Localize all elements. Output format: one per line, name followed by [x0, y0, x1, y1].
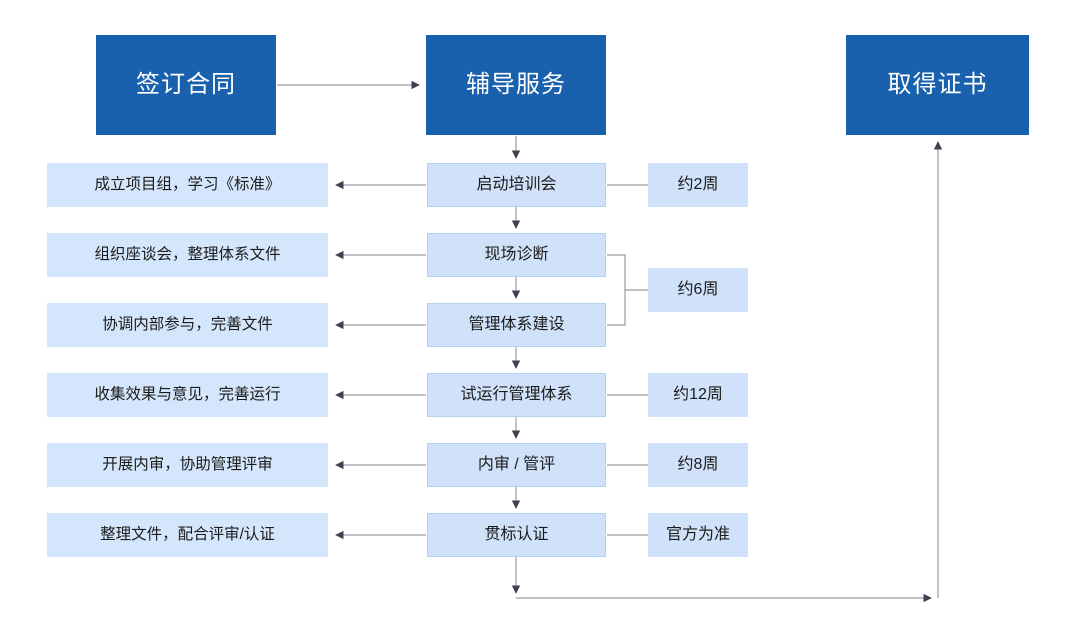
duration-box-row-6[interactable]: 官方为准: [648, 513, 748, 557]
task-label: 开展内审，协助管理评审: [102, 455, 273, 473]
task-label: 收集效果与意见，完善运行: [94, 385, 281, 403]
bracket-6-weeks: [607, 254, 626, 326]
phase-label: 取得证书: [887, 70, 988, 98]
phase-label: 辅导服务: [466, 70, 566, 98]
step-label: 贯标认证: [484, 526, 549, 544]
step-box-row-3[interactable]: 管理体系建设: [427, 303, 606, 347]
step-box-row-6[interactable]: 贯标认证: [427, 513, 606, 557]
step-label: 启动培训会: [476, 176, 557, 194]
task-box-row-6[interactable]: 整理文件，配合评审/认证: [47, 513, 328, 557]
duration-label: 约12周: [673, 386, 723, 404]
duration-box-row-1[interactable]: 约2周: [648, 163, 748, 207]
phase-box-sign-contract[interactable]: 签订合同: [96, 35, 276, 135]
step-label: 现场诊断: [484, 246, 549, 264]
task-box-row-4[interactable]: 收集效果与意见，完善运行: [47, 373, 328, 417]
phase-box-obtain-certificate[interactable]: 取得证书: [846, 35, 1029, 135]
task-label: 成立项目组，学习《标准》: [94, 175, 281, 193]
task-label: 组织座谈会，整理体系文件: [94, 245, 281, 263]
duration-label: 官方为准: [665, 526, 730, 544]
task-box-row-2[interactable]: 组织座谈会，整理体系文件: [47, 233, 328, 277]
task-label: 协调内部参与，完善文件: [102, 315, 273, 333]
duration-label: 约6周: [677, 281, 719, 299]
step-box-row-4[interactable]: 试运行管理体系: [427, 373, 606, 417]
duration-label: 约8周: [677, 456, 719, 474]
step-box-row-1[interactable]: 启动培训会: [427, 163, 606, 207]
phase-box-coaching-service[interactable]: 辅导服务: [426, 35, 606, 135]
step-label: 内审 / 管评: [477, 456, 556, 474]
duration-box-span-6-weeks[interactable]: 约6周: [648, 268, 748, 312]
task-box-row-1[interactable]: 成立项目组，学习《标准》: [47, 163, 328, 207]
phase-label: 签订合同: [136, 70, 236, 98]
duration-box-row-5[interactable]: 约8周: [648, 443, 748, 487]
duration-box-row-4[interactable]: 约12周: [648, 373, 748, 417]
step-label: 管理体系建设: [468, 316, 565, 334]
step-box-row-2[interactable]: 现场诊断: [427, 233, 606, 277]
task-box-row-5[interactable]: 开展内审，协助管理评审: [47, 443, 328, 487]
task-box-row-3[interactable]: 协调内部参与，完善文件: [47, 303, 328, 347]
step-label: 试运行管理体系: [460, 386, 573, 404]
step-box-row-5[interactable]: 内审 / 管评: [427, 443, 606, 487]
task-label: 整理文件，配合评审/认证: [100, 525, 275, 543]
duration-label: 约2周: [677, 176, 719, 194]
